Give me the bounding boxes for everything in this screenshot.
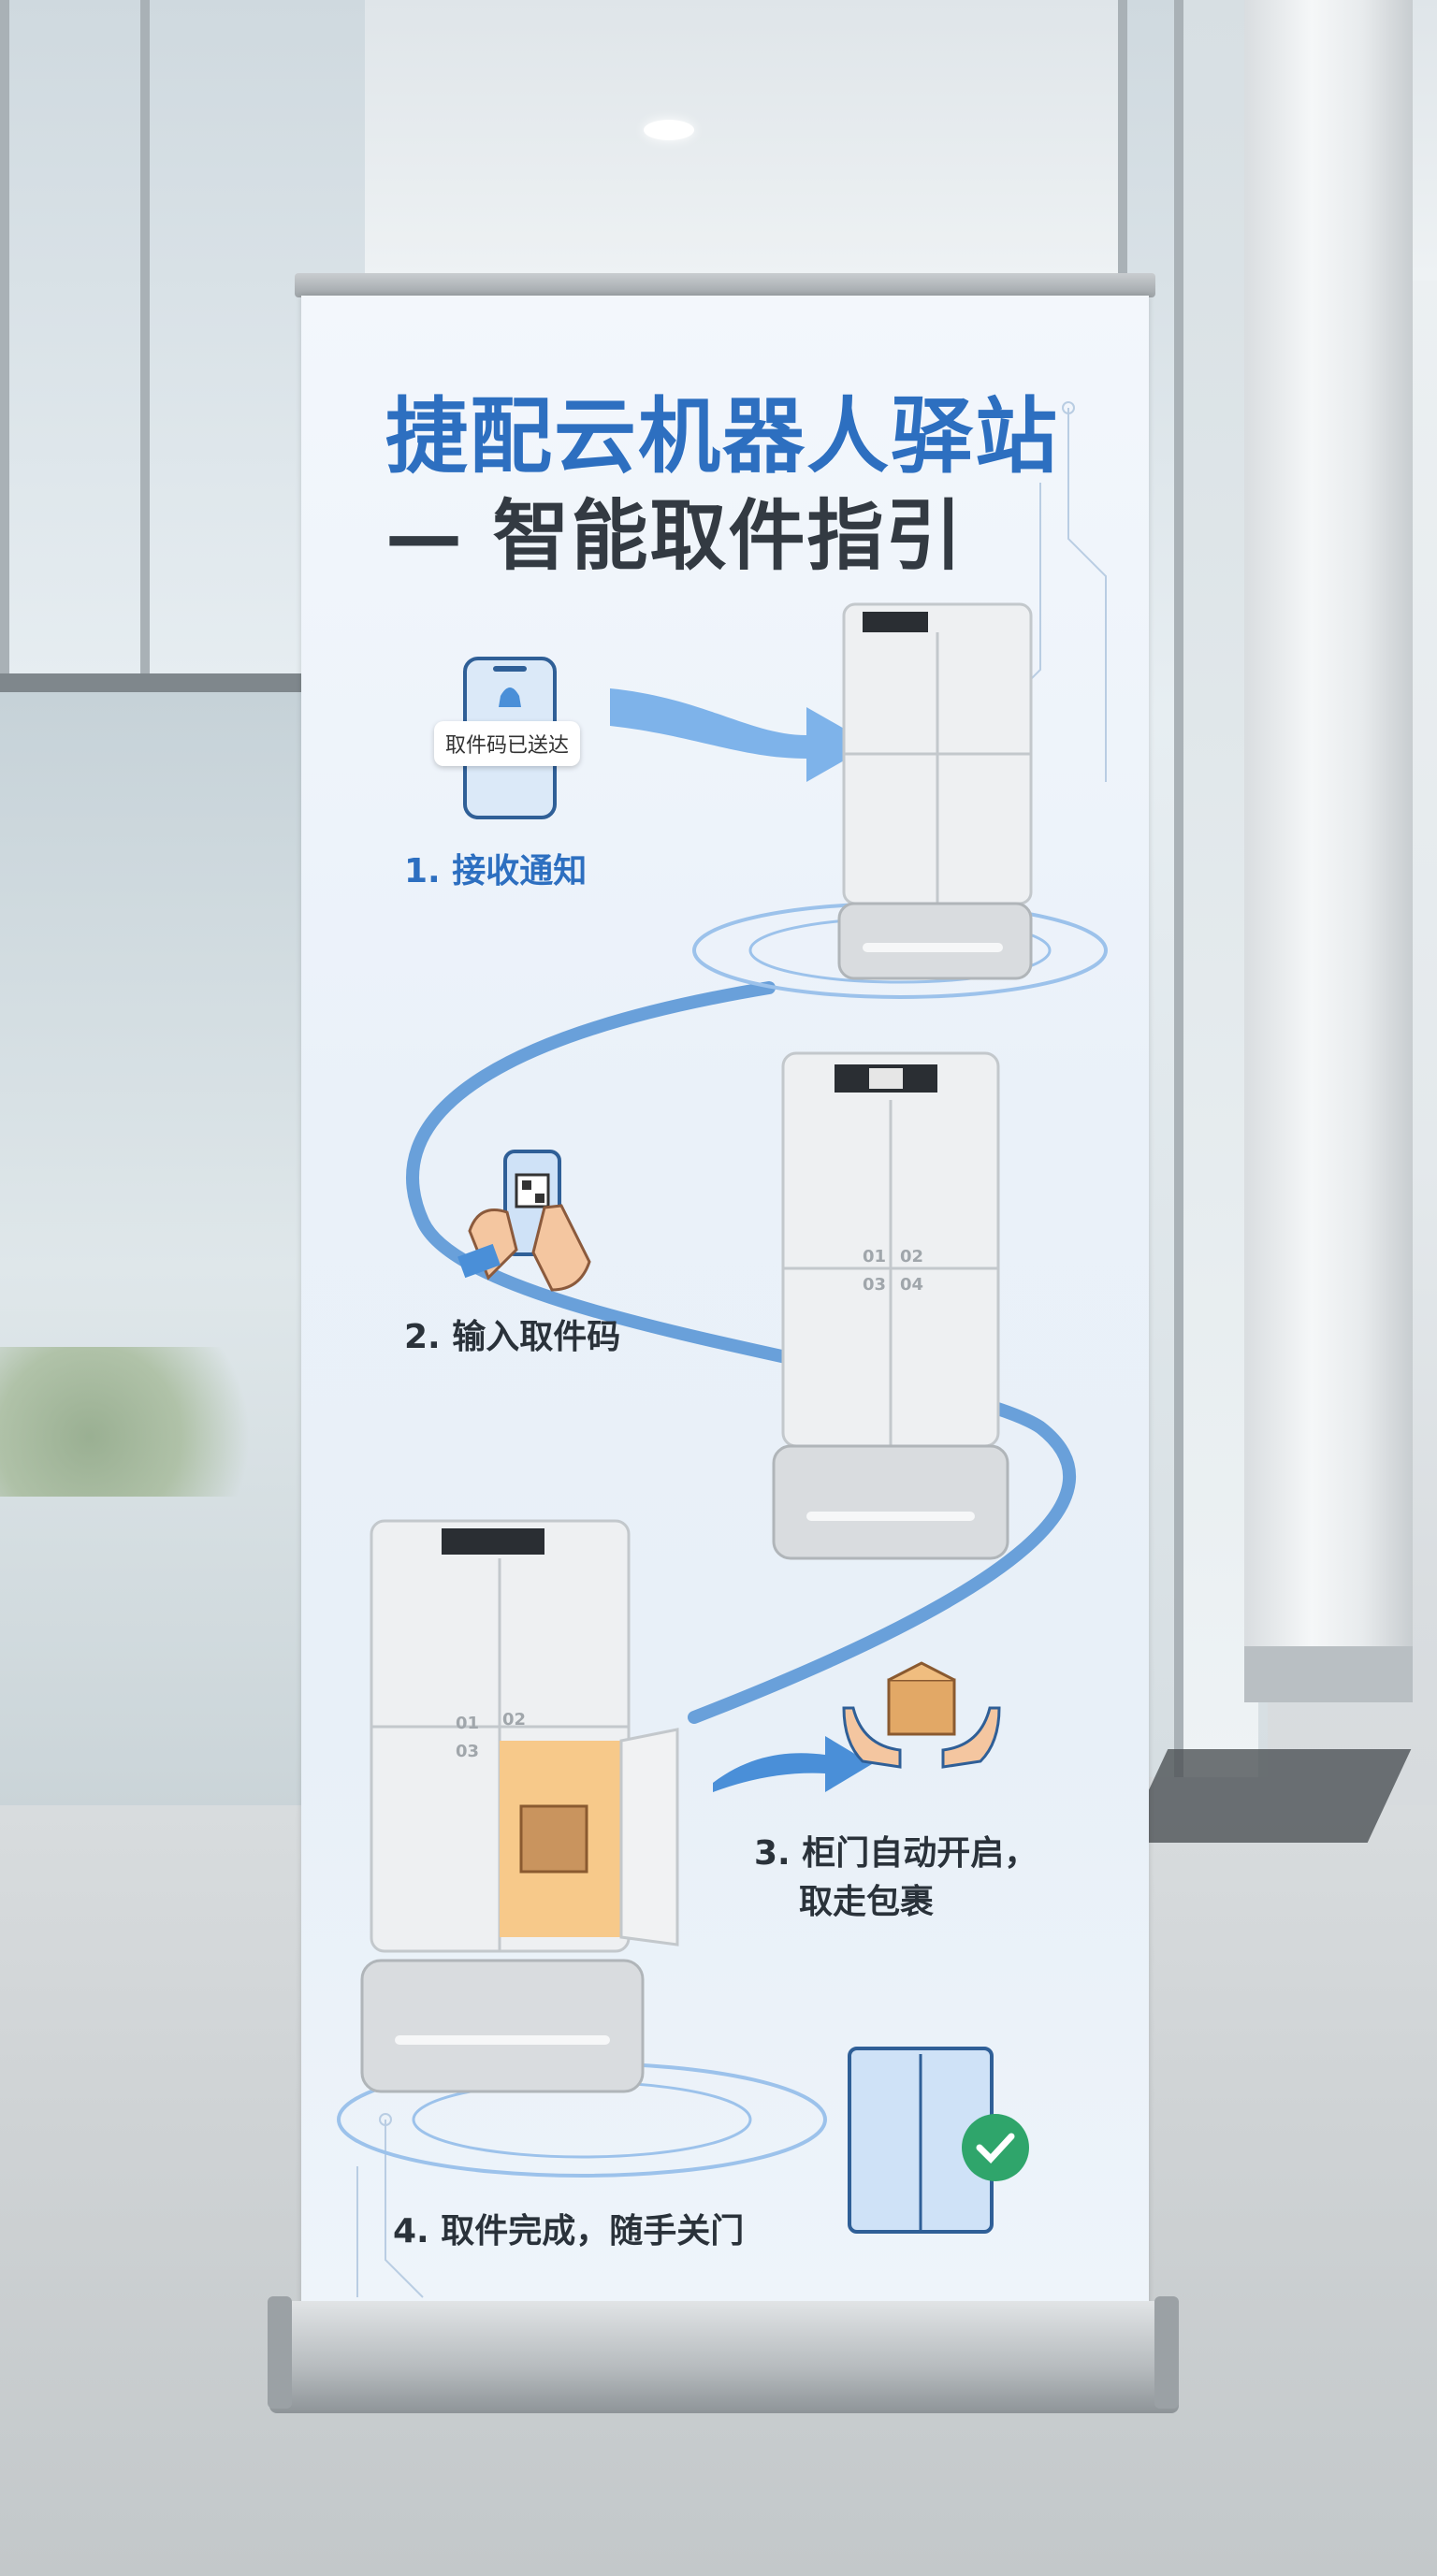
step-1-label: 1. 接收通知	[404, 852, 588, 890]
delivery-robot-1	[692, 602, 1108, 999]
outdoor-greenery	[0, 1347, 299, 1497]
locker-number: 03	[456, 1742, 479, 1761]
locker-number: 03	[863, 1275, 886, 1295]
notification-popup: 取件码已送达	[434, 721, 581, 766]
scan-phone-icon	[457, 1150, 591, 1292]
locker-number: 01	[863, 1247, 886, 1266]
step-3-label: 3. 柜门自动开启， 取走包裹	[754, 1830, 1038, 1927]
banner-top-bar	[295, 273, 1155, 297]
locker-number: 04	[900, 1275, 923, 1295]
rollup-banner: 捷配云机器人驿站 — 智能取件指引	[301, 296, 1149, 2325]
pillar	[1244, 0, 1413, 1684]
banner-title: 捷配云机器人驿站	[385, 388, 1060, 485]
step-3-line1: 3. 柜门自动开启，	[754, 1834, 1038, 1873]
banner-illustrations: 01 02 03 04 01 02 03	[337, 401, 1108, 2298]
arrow-icon	[610, 688, 872, 782]
locker-number: 01	[456, 1714, 479, 1733]
closed-locker-icon	[848, 2047, 1029, 2234]
banner-stand-base	[269, 2301, 1179, 2413]
pillar-base	[1244, 1646, 1413, 1702]
step-3-line2: 取走包裹	[799, 1883, 935, 1921]
delivery-robot-2	[772, 1051, 1009, 1560]
hands-box-icon	[842, 1661, 1001, 1769]
delivery-robot-3	[337, 1519, 827, 2178]
locker-number: 02	[900, 1247, 923, 1266]
locker-number: 02	[502, 1710, 526, 1729]
floor-mat	[1124, 1749, 1412, 1843]
step-4-label: 4. 取件完成，随手关门	[393, 2212, 745, 2250]
banner-subtitle: — 智能取件指引	[385, 492, 965, 581]
step-2-label: 2. 输入取件码	[404, 1318, 621, 1356]
banner-foot	[268, 2296, 292, 2409]
flow-path	[406, 981, 1077, 1724]
ceiling-light	[644, 120, 694, 140]
arrow-icon	[713, 1736, 872, 1792]
banner-foot	[1154, 2296, 1179, 2409]
glass-door	[0, 673, 324, 1843]
